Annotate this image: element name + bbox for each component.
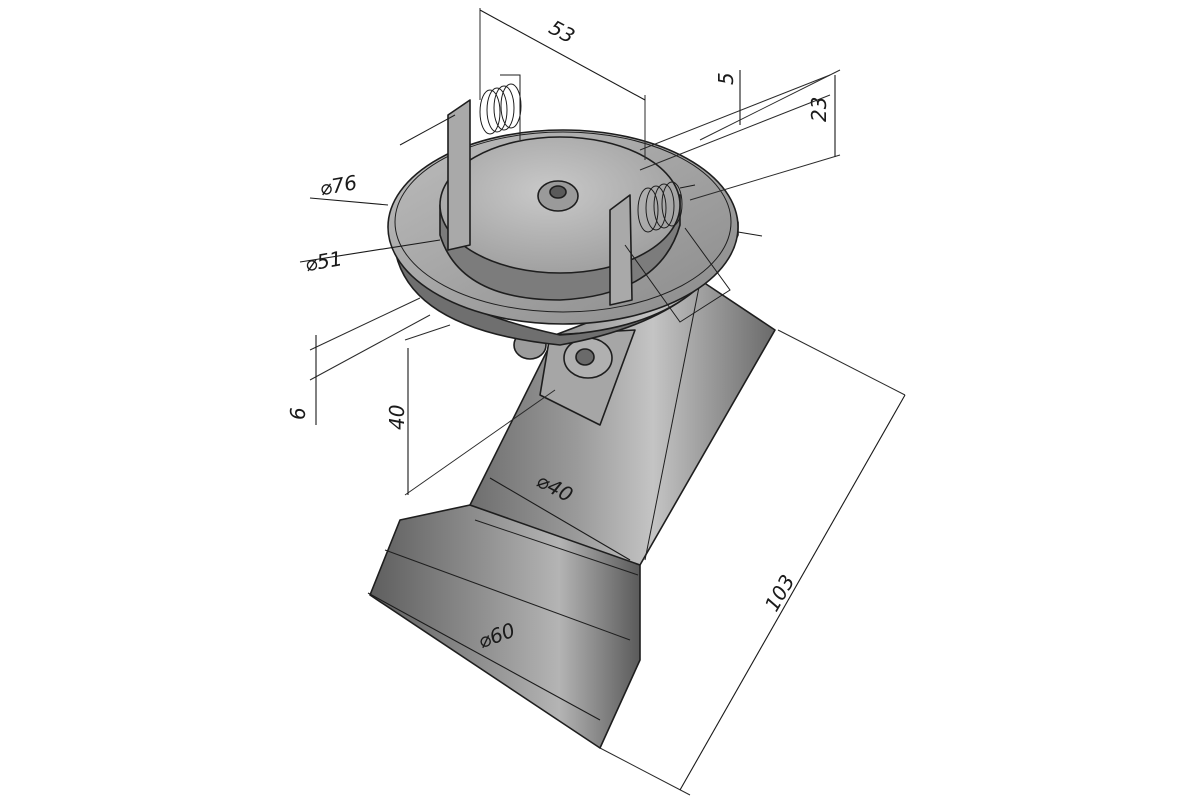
spring-clip-right xyxy=(609,181,731,323)
spring-clip-left xyxy=(399,74,522,251)
dim-label-5: 5 xyxy=(714,72,738,85)
dim-label-23: 23 xyxy=(807,97,831,122)
dim-label-6: 6 xyxy=(286,407,310,420)
lamp-skirt-ring xyxy=(384,549,631,641)
dim-label-103: 103 xyxy=(760,570,800,615)
dim-label-40: 40 xyxy=(385,405,409,430)
dim-label-dia51: ⌀51 xyxy=(303,246,344,276)
lamp-body xyxy=(369,279,776,749)
dimension-lines xyxy=(299,8,906,796)
dim-label-dia76: ⌀76 xyxy=(318,170,359,200)
dim-label-53: 53 xyxy=(545,15,579,48)
